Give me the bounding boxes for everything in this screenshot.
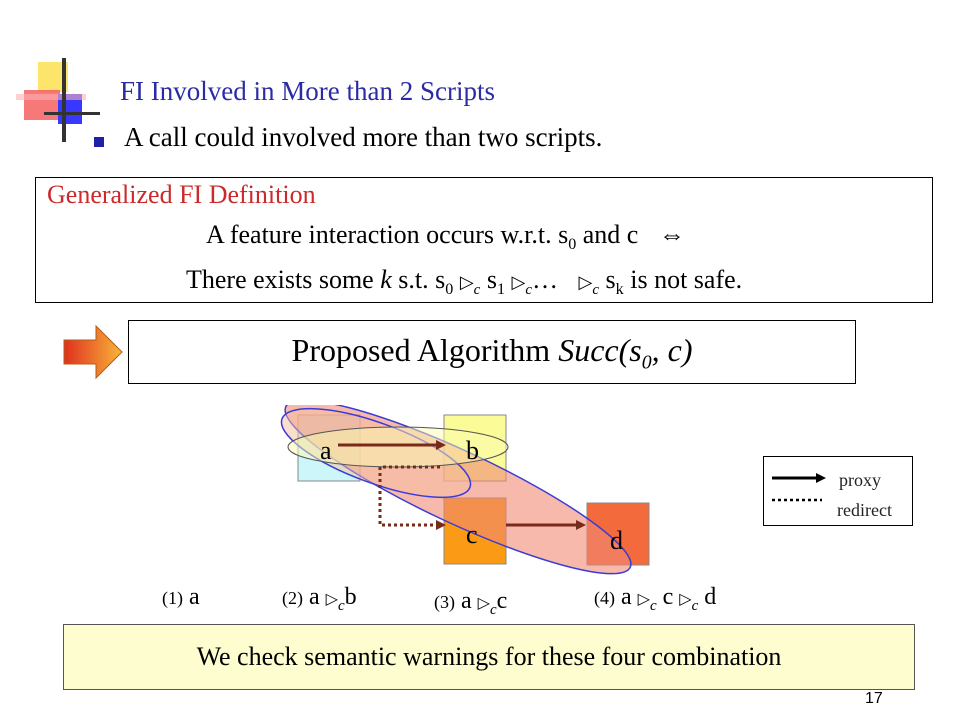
line2-end: is not safe.	[623, 265, 743, 294]
definition-line-2: There exists some k s.t. s0 ▷c s1 ▷c… ▷c…	[186, 265, 742, 299]
combo-3-sub: c	[489, 601, 497, 618]
algorithm-box	[128, 320, 856, 384]
combo-4-num: (4)	[594, 588, 615, 608]
line2-sub0: 0	[445, 281, 454, 299]
node-d-label: d	[610, 526, 623, 555]
line2-k: k	[380, 265, 392, 294]
slide-title: FI Involved in More than 2 Scripts	[120, 76, 495, 106]
page-number: 17	[865, 690, 883, 707]
equivalence-symbol: ⇔	[658, 220, 685, 249]
combo-4-sub-1: c	[649, 597, 657, 614]
line2-s1: s	[480, 265, 497, 294]
rel-c-2: c	[525, 282, 533, 299]
combo-2-tri: ▷	[325, 591, 338, 608]
combo-1-num: (1)	[162, 588, 183, 608]
combo-4: (4) a ▷c c ▷c d	[594, 584, 716, 615]
line2-mid: s.t. s	[391, 265, 446, 294]
node-c-label: c	[466, 520, 478, 549]
legend-proxy: proxy	[839, 470, 881, 490]
rel-c-3: c	[592, 282, 600, 299]
combo-3-a: a	[461, 588, 472, 614]
bullet-marker	[94, 137, 104, 147]
algorithm-post: , c)	[651, 332, 693, 368]
line2-sk: s	[599, 265, 616, 294]
combo-4-sub-2: c	[691, 597, 699, 614]
legend-lines	[772, 473, 826, 502]
definition-box	[35, 177, 933, 303]
line2-subk: k	[615, 281, 624, 299]
definition-line-1: A feature interaction occurs w.r.t. s0 a…	[206, 220, 685, 254]
definition-line-1-end: and c	[576, 220, 639, 249]
bottom-note-box	[63, 624, 915, 690]
combo-4-tri-1: ▷	[637, 591, 650, 608]
combo-3: (3) a ▷cc	[434, 588, 507, 619]
line2-sub1: 1	[496, 281, 506, 299]
legend-redirect: redirect	[837, 500, 892, 520]
algorithm-title: Proposed Algorithm Succ(s0, c)	[128, 332, 856, 374]
combo-1-a: a	[189, 584, 200, 610]
line2-ellipsis: …	[532, 265, 559, 294]
combo-4-d: d	[704, 584, 717, 610]
combo-2-a: a	[309, 584, 320, 610]
definition-heading: Generalized FI Definition	[47, 180, 316, 209]
combo-2-b: b	[344, 584, 357, 610]
algorithm-name: Succ(s	[558, 332, 642, 368]
algorithm-pre: Proposed Algorithm	[291, 332, 559, 368]
line2-pre: There exists some	[186, 265, 381, 294]
algorithm-sub: 0	[641, 351, 652, 374]
combo-3-num: (3)	[434, 592, 455, 612]
definition-line-1-text: A feature interaction occurs w.r.t. s	[206, 220, 569, 249]
rel-c-1: c	[473, 282, 481, 299]
combo-4-tri-2: ▷	[679, 591, 692, 608]
rel-triangle-1: ▷	[459, 272, 474, 292]
combo-3-tri: ▷	[477, 595, 490, 612]
rel-triangle-2: ▷	[511, 272, 526, 292]
s0-subscript: 0	[568, 236, 577, 254]
combo-4-c: c	[662, 584, 674, 610]
redirect-path	[378, 465, 440, 527]
node-a-label: a	[320, 436, 332, 465]
proxy-arrowhead-ab	[436, 440, 446, 450]
combo-4-a: a	[621, 584, 632, 610]
proxy-arrowhead-cd	[576, 520, 586, 530]
redirect-arrowhead	[436, 520, 446, 530]
combo-2: (2) a ▷cb	[282, 584, 357, 615]
bottom-note: We check semantic warnings for these fou…	[196, 642, 782, 671]
legend-box	[763, 456, 913, 526]
combo-3-c: c	[496, 588, 508, 614]
combo-1: (1) a	[162, 584, 200, 611]
script-diagram	[280, 405, 650, 575]
node-b-label: b	[466, 436, 479, 465]
decorative-logo	[16, 58, 100, 142]
combo-2-num: (2)	[282, 588, 303, 608]
rel-triangle-3: ▷	[578, 272, 593, 292]
bullet-text: A call could involved more than two scri…	[124, 122, 603, 152]
right-arrow-icon	[63, 324, 123, 380]
combo-2-sub: c	[337, 597, 345, 614]
